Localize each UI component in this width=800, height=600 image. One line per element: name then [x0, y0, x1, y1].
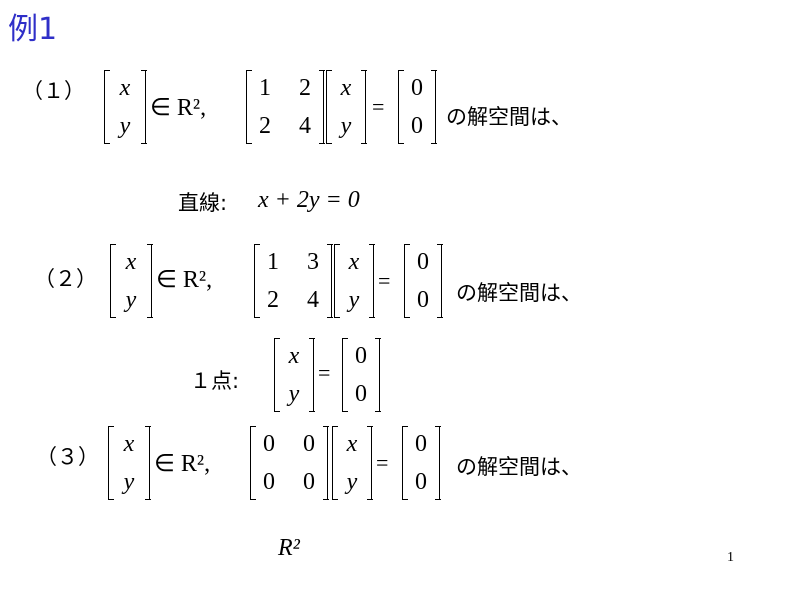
example-1-vector-x: x: [119, 75, 131, 101]
example-3-rhs-1: 0: [415, 431, 427, 457]
example-1-coefficient-matrix: 1 2 2 4: [245, 70, 325, 144]
example-1-vector-y: y: [119, 113, 131, 139]
example-3-vector-x: x: [123, 431, 135, 457]
example-3-member: ∈ R²,: [154, 451, 211, 477]
example-2-answer-label: １点:: [190, 369, 240, 393]
example-1-rhs-1: 0: [411, 75, 423, 101]
example-2-coefficient-matrix: 1 3 2 4: [253, 244, 333, 318]
example-2-unknown-x: x: [348, 249, 360, 275]
example-3-matrix-a21: 0: [263, 469, 275, 495]
example-1-zero-vector: 0 0: [397, 70, 437, 144]
example-2-unknown-vector: x y: [333, 244, 375, 318]
example-3-phrase: の解空間は、: [456, 455, 582, 479]
example-1-matrix-a22: 4: [299, 113, 311, 139]
example-2-matrix-a11: 1: [267, 249, 279, 275]
example-1-answer-expression: x + 2y = 0: [258, 187, 360, 213]
example-1-vector: x y: [103, 70, 147, 144]
example-1-label: （１）: [22, 79, 85, 103]
example-2-answer-equals: =: [318, 360, 331, 385]
page-number: 1: [727, 550, 734, 565]
example-3-coefficient-matrix: 0 0 0 0: [249, 426, 329, 500]
example-3-vector-y: y: [123, 469, 135, 495]
example-1-matrix-a12: 2: [299, 75, 311, 101]
example-2-vector-x: x: [125, 249, 137, 275]
example-1-rhs-2: 0: [411, 113, 423, 139]
example-2-phrase: の解空間は、: [456, 281, 582, 305]
example-3-vector: x y: [107, 426, 151, 500]
example-1-matrix-a11: 1: [259, 75, 271, 101]
example-3-unknown-vector: x y: [331, 426, 373, 500]
example-1-equals: =: [372, 94, 385, 119]
example-2-matrix-a21: 2: [267, 287, 279, 313]
example-2-equals: =: [378, 268, 391, 293]
example-2-answer-y: y: [288, 381, 300, 407]
example-2-vector-y: y: [125, 287, 137, 313]
example-2-zero-vector: 0 0: [403, 244, 443, 318]
example-2-matrix-a12: 3: [307, 249, 319, 275]
example-2-answer-rhs-2: 0: [355, 381, 367, 407]
example-1-unknown-vector: x y: [325, 70, 367, 144]
example-2-answer-x: x: [288, 343, 300, 369]
example-1-unknown-y: y: [340, 113, 352, 139]
example-2-answer-zero-vector: 0 0: [341, 338, 381, 412]
example-2-label: （２）: [34, 267, 97, 291]
example-2-answer-rhs-1: 0: [355, 343, 367, 369]
example-1-answer-label: 直線:: [178, 191, 228, 215]
example-2-vector: x y: [109, 244, 153, 318]
example-3-matrix-a12: 0: [303, 431, 315, 457]
example-2-matrix-a22: 4: [307, 287, 319, 313]
slide-title: 例1: [8, 12, 58, 47]
example-3-unknown-y: y: [346, 469, 358, 495]
example-1-matrix-a21: 2: [259, 113, 271, 139]
example-1-member: ∈ R²,: [150, 95, 207, 121]
example-2-rhs-1: 0: [417, 249, 429, 275]
example-1-phrase: の解空間は、: [446, 105, 572, 129]
example-3-answer-expression: R²: [278, 535, 300, 561]
example-3-label: （３）: [36, 445, 99, 469]
example-3-rhs-2: 0: [415, 469, 427, 495]
example-2-unknown-y: y: [348, 287, 360, 313]
example-2-rhs-2: 0: [417, 287, 429, 313]
example-3-matrix-a22: 0: [303, 469, 315, 495]
example-3-unknown-x: x: [346, 431, 358, 457]
example-2-answer-vector: x y: [273, 338, 315, 412]
example-1-unknown-x: x: [340, 75, 352, 101]
example-3-matrix-a11: 0: [263, 431, 275, 457]
example-3-zero-vector: 0 0: [401, 426, 441, 500]
example-3-equals: =: [376, 450, 389, 475]
example-2-member: ∈ R²,: [156, 267, 213, 293]
